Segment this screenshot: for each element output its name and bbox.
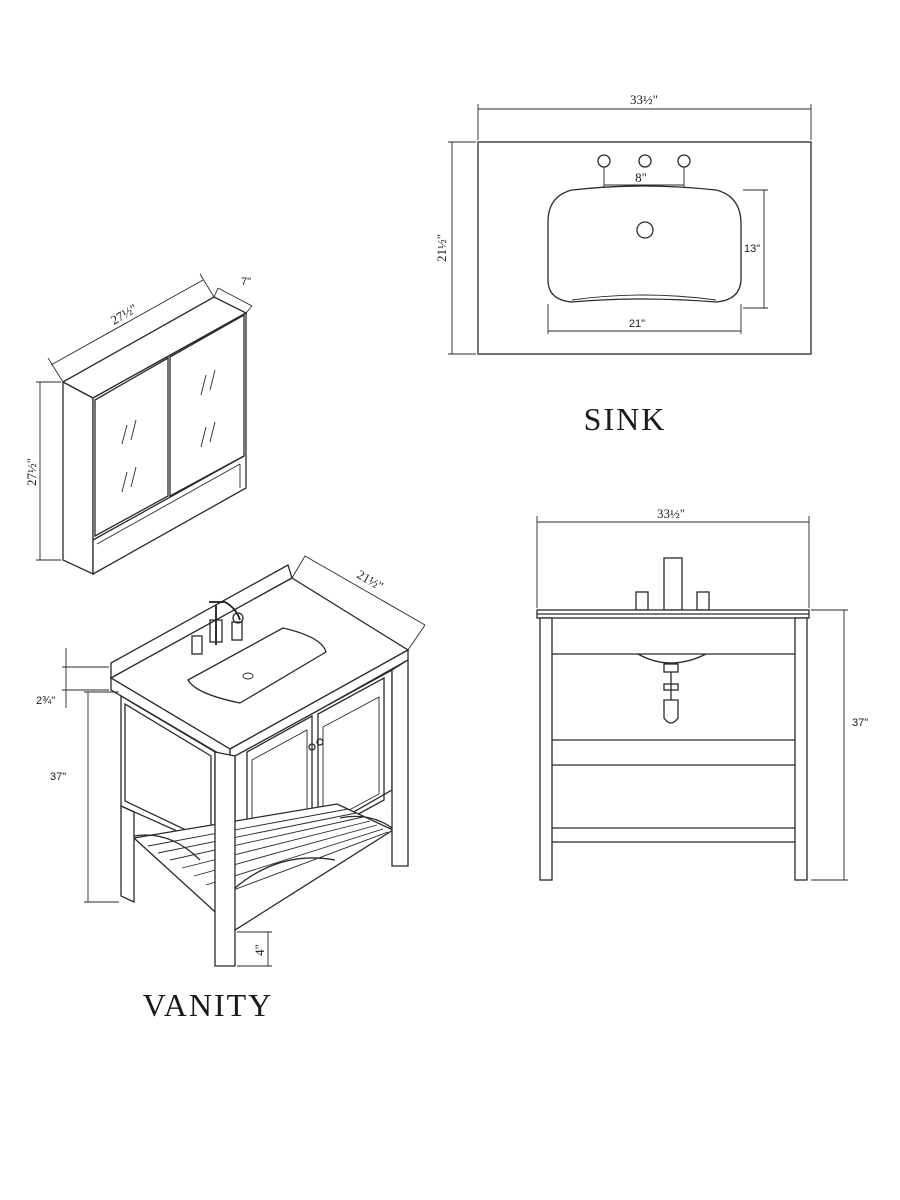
faucet-hole-right [677, 154, 691, 168]
dim-vanity-depth: 21½" [354, 567, 386, 594]
dim-cabinet-height: 27½" [24, 458, 39, 486]
front-leg-left [539, 617, 553, 881]
dim-cabinet-width: 27½" [108, 301, 140, 328]
cabinet-door-left [94, 356, 169, 538]
dim-backsplash-height: 2¾" [36, 695, 55, 707]
dim-basin-width: 21" [629, 318, 645, 330]
medicine-cabinet-view: 27½" 7" 27½" [24, 273, 253, 576]
dim-front-width: 33½" [657, 506, 685, 521]
vanity-front-leg-right [391, 658, 409, 867]
vanity-door-right [317, 676, 385, 838]
dim-cabinet-depth: 7" [241, 276, 251, 288]
vanity-sink-bowl [187, 627, 327, 704]
dim-sink-depth: 21½" [434, 234, 449, 262]
sink-outline [477, 141, 812, 355]
front-sink-bowl [637, 653, 707, 664]
dim-front-height: 37" [852, 717, 868, 729]
vanity-front-view: 33½" 37" [536, 506, 868, 881]
dim-basin-depth: 13" [744, 243, 760, 255]
label-sink: SINK [584, 401, 667, 437]
dim-vanity-height: 37" [50, 771, 66, 783]
label-vanity: VANITY [143, 987, 274, 1023]
faucet-hole-left [597, 154, 611, 168]
sink-top-view: 8" 21" 13" 33½" 21½" SINK [434, 92, 812, 437]
vanity-front-leg-left [214, 751, 236, 967]
sink-basin [547, 185, 742, 303]
dim-sink-width: 33½" [630, 92, 658, 107]
front-faucet [663, 557, 683, 611]
dim-faucet-spread: 8" [635, 170, 647, 185]
vanity-perspective-view: 21½" 2¾" 37" 4" VANITY [36, 555, 426, 1023]
front-leg-right [794, 617, 808, 881]
drain-hole [636, 221, 654, 239]
dim-leg-clearance: 4" [252, 944, 267, 956]
faucet-hole-center [638, 154, 652, 168]
